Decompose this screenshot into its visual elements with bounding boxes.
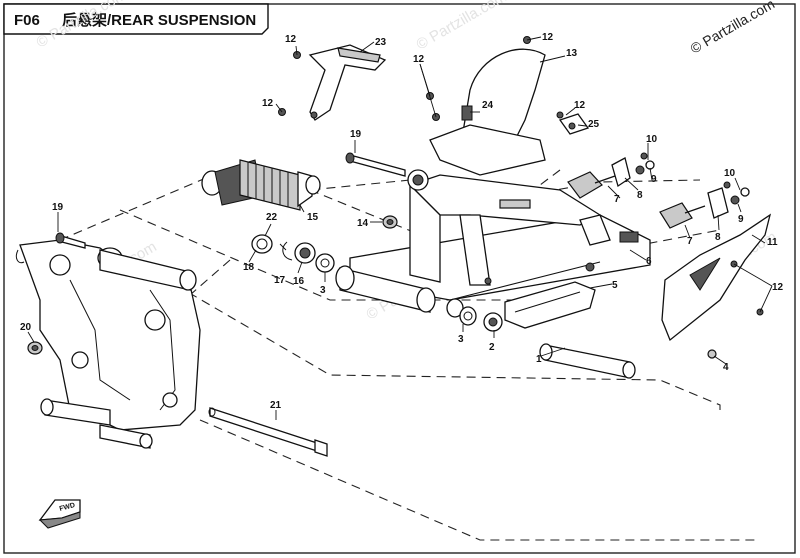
- callout-3: 3: [320, 285, 326, 296]
- callout-12: 12: [542, 32, 554, 43]
- callout-9: 9: [651, 174, 657, 185]
- callout-6: 6: [646, 256, 652, 267]
- callout-3: 3: [458, 334, 464, 345]
- nut: [382, 215, 398, 229]
- callout-12: 12: [574, 100, 586, 111]
- callout-14: 14: [357, 218, 369, 229]
- bearing-set-left: [251, 234, 335, 273]
- swing-arm: [349, 169, 651, 301]
- callout-7: 7: [687, 236, 693, 247]
- callout-10: 10: [724, 168, 736, 179]
- callout-24: 24: [482, 100, 494, 111]
- callout-2: 2: [489, 342, 495, 353]
- watermark: © Partzilla.com: [414, 0, 510, 53]
- callout-8: 8: [637, 190, 643, 201]
- shock-bolt: [345, 152, 406, 177]
- callouts: 12 12 23 12 12 13 24 12 25 10 9 8 7 10 9…: [20, 32, 784, 411]
- callout-16: 16: [293, 276, 305, 287]
- callout-8: 8: [715, 232, 721, 243]
- forward-arrow: FWD: [38, 499, 81, 529]
- callout-4: 4: [723, 362, 729, 373]
- chain-guard: [661, 213, 772, 342]
- chain-adjuster-lower: [659, 187, 750, 229]
- callout-11: 11: [767, 237, 778, 248]
- callout-10: 10: [646, 134, 658, 145]
- diagram-code: F06: [14, 12, 40, 29]
- fwd-label: FWD: [59, 502, 76, 513]
- chain-slider: [504, 281, 596, 329]
- license-bracket: [308, 44, 387, 121]
- small-bolts: [278, 36, 764, 359]
- callout-22: 22: [266, 212, 278, 223]
- callout-9: 9: [738, 214, 744, 225]
- bearing-set-right: [446, 298, 503, 332]
- callout-20: 20: [20, 322, 32, 333]
- title-box: F06 后悬架/REAR SUSPENSION: [3, 3, 269, 35]
- copyright-text: © Partzilla.com: [688, 0, 778, 57]
- callout-12: 12: [413, 54, 425, 65]
- callout-23: 23: [375, 37, 387, 48]
- callout-5: 5: [612, 280, 618, 291]
- callout-12: 12: [772, 282, 784, 293]
- pivot-tube: [335, 265, 636, 379]
- rear-mudguard: [429, 48, 546, 176]
- chain-adjuster-upper: [567, 157, 655, 199]
- pivot-bolt-left: [55, 232, 86, 249]
- callout-21: 21: [270, 400, 282, 411]
- callout-19: 19: [52, 202, 64, 213]
- callout-12: 12: [262, 98, 274, 109]
- callout-12: 12: [285, 34, 297, 45]
- callout-17: 17: [274, 275, 286, 286]
- callout-25: 25: [588, 119, 600, 130]
- diagram-title: 后悬架/REAR SUSPENSION: [62, 11, 256, 29]
- callout-15: 15: [307, 212, 319, 223]
- callout-7: 7: [614, 194, 620, 205]
- nut-left: [27, 341, 43, 355]
- frame-rear-section: [15, 239, 201, 449]
- diagram-frame: [3, 3, 796, 554]
- callout-13: 13: [566, 48, 578, 59]
- leader-lines: [27, 36, 773, 420]
- callout-18: 18: [243, 262, 255, 273]
- callout-19: 19: [350, 129, 362, 140]
- pivot-axle: [208, 407, 328, 457]
- callout-1: 1: [536, 354, 542, 365]
- shock-absorber: [201, 159, 321, 211]
- reflector-bracket: [558, 113, 590, 135]
